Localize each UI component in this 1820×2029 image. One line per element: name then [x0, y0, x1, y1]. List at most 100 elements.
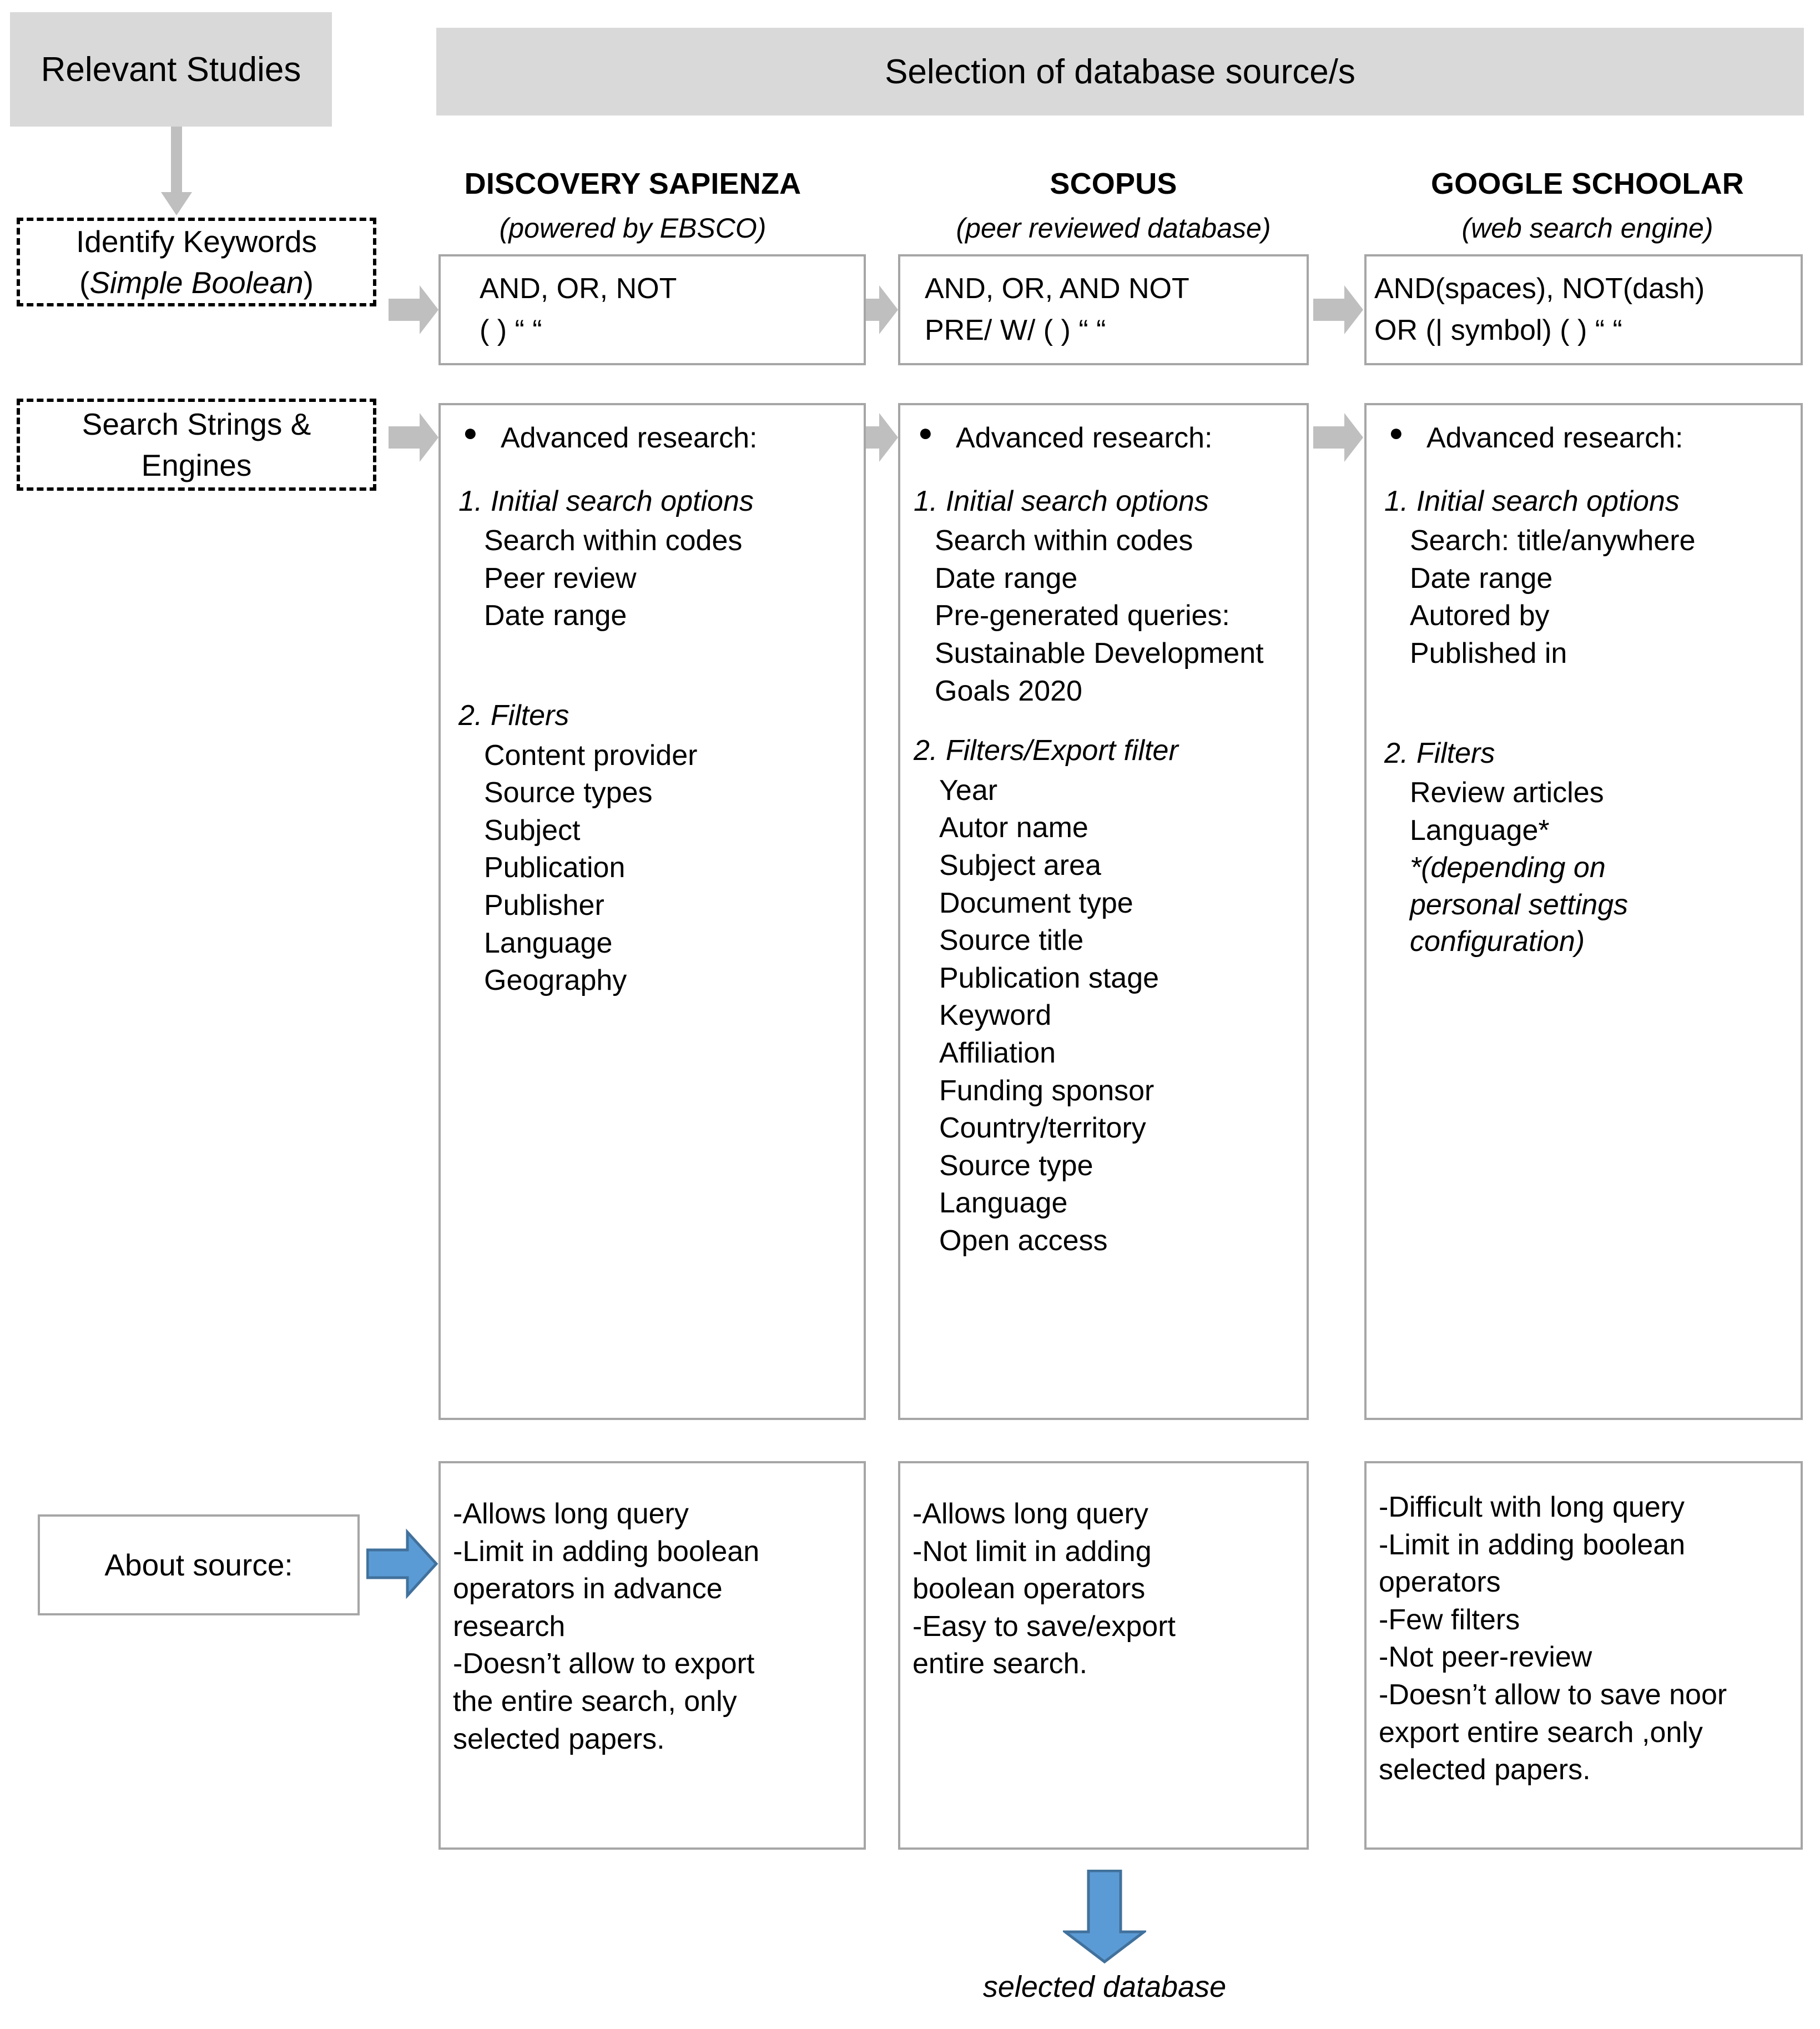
- list-item: Published in: [1410, 637, 1567, 669]
- about-line: -Doesn’t allow to export: [453, 1648, 755, 1680]
- operator-line: ( ) “ “: [480, 314, 542, 346]
- list-item: Language*: [1410, 814, 1550, 847]
- list-item: Year: [939, 774, 998, 807]
- list-item: Goals 2020: [935, 674, 1082, 707]
- about-line: -Limit in adding boolean: [1379, 1528, 1686, 1561]
- about-line: -Few filters: [1379, 1603, 1520, 1636]
- column-subtitle-google-schoolar: (web search engine): [1461, 213, 1713, 244]
- list-item: Source type: [939, 1149, 1093, 1182]
- operators-box-discovery-sapienza: AND, OR, NOT ( ) “ “: [438, 254, 866, 365]
- about-source-box: About source:: [38, 1514, 360, 1615]
- list-item: Search: title/anywhere: [1410, 525, 1696, 557]
- advanced-research-row: ● Advanced research:: [463, 419, 854, 457]
- operator-line: AND, OR, NOT: [480, 272, 677, 305]
- about-line: -Not limit in adding: [912, 1535, 1152, 1568]
- content-box-discovery-sapienza: ● Advanced research: 1. Initial search o…: [438, 403, 866, 1420]
- filters-list: Review articles Language*: [1410, 774, 1791, 849]
- column-title-discovery-sapienza: DISCOVERY SAPIENZA: [464, 167, 801, 200]
- operator-line: AND(spaces), NOT(dash): [1374, 272, 1705, 305]
- list-item: Source types: [484, 777, 653, 809]
- about-line: -Doesn’t allow to save noor: [1379, 1678, 1727, 1711]
- arrow-down-icon: [1063, 1870, 1146, 1964]
- list-item: Autor name: [939, 812, 1088, 844]
- list-item: Publication stage: [939, 961, 1159, 994]
- list-item: Subject: [484, 814, 581, 847]
- arrow-right-icon: [389, 413, 438, 462]
- section-heading-initial-search-options: 1. Initial search options: [914, 485, 1209, 517]
- content-box-scopus: ● Advanced research: 1. Initial search o…: [898, 403, 1309, 1420]
- section-heading-filters: 2. Filters/Export filter: [914, 734, 1178, 767]
- relevant-studies-label: Relevant Studies: [41, 50, 301, 89]
- list-item: Publisher: [484, 889, 604, 922]
- section-heading-initial-search-options: 1. Initial search options: [458, 485, 754, 517]
- selection-header-title: Selection of database source/s: [885, 52, 1355, 91]
- about-line: export entire search ,only: [1379, 1716, 1703, 1749]
- list-item: Funding sponsor: [939, 1074, 1154, 1107]
- about-box-discovery-sapienza: -Allows long query -Limit in adding bool…: [438, 1461, 866, 1850]
- about-line: the entire search, only: [453, 1685, 737, 1718]
- bullet-dot-icon: ●: [1389, 419, 1404, 446]
- selection-header: Selection of database source/s: [436, 28, 1804, 115]
- list-item: Open access: [939, 1224, 1108, 1257]
- about-line: operators: [1379, 1566, 1501, 1599]
- about-line: -Difficult with long query: [1379, 1491, 1685, 1523]
- initial-search-options-list: Search within codes Date range Pre-gener…: [935, 522, 1297, 710]
- advanced-research-row: ● Advanced research:: [918, 419, 1297, 457]
- advanced-research-label: Advanced research:: [501, 422, 758, 454]
- operator-line: OR (| symbol) ( ) “ “: [1374, 314, 1622, 346]
- paren-open: (: [79, 265, 90, 300]
- about-line: -Allows long query: [912, 1498, 1148, 1530]
- section-heading-filters: 2. Filters: [458, 699, 569, 732]
- list-item: Content provider: [484, 739, 698, 772]
- about-line: selected papers.: [453, 1723, 665, 1755]
- list-item: Peer review: [484, 562, 637, 595]
- bullet-dot-icon: ●: [463, 419, 478, 446]
- list-item: Search within codes: [484, 525, 743, 557]
- search-strings-box: Search Strings & Engines: [17, 399, 376, 491]
- arrow-down-icon: [161, 127, 192, 215]
- list-item: Subject area: [939, 849, 1101, 882]
- initial-search-options-list: Search within codes Peer review Date ran…: [484, 522, 854, 635]
- paren-close: ): [303, 265, 314, 300]
- list-item: Language: [939, 1187, 1068, 1220]
- list-item: Date range: [1410, 562, 1553, 595]
- about-box-scopus: -Allows long query -Not limit in adding …: [898, 1461, 1309, 1850]
- content-box-google-schoolar: ● Advanced research: 1. Initial search o…: [1364, 403, 1803, 1420]
- arrow-right-icon: [848, 413, 898, 462]
- section-heading-initial-search-options: 1. Initial search options: [1384, 485, 1680, 517]
- list-item: Geography: [484, 964, 627, 997]
- about-box-google-schoolar: -Difficult with long query -Limit in add…: [1364, 1461, 1803, 1850]
- arrow-right-icon: [848, 285, 898, 334]
- operators-box-scopus: AND, OR, AND NOT PRE/ W/ ( ) “ “: [898, 254, 1309, 365]
- about-line: -Limit in adding boolean: [453, 1535, 760, 1568]
- list-item: Pre-generated queries:: [935, 600, 1230, 632]
- identify-keywords-box: Identify Keywords (Simple Boolean): [17, 218, 376, 306]
- search-strings-sublabel: Engines: [141, 448, 252, 482]
- operator-line: PRE/ W/ ( ) “ “: [925, 314, 1106, 346]
- column-subtitle-scopus: (peer reviewed database): [956, 213, 1271, 244]
- list-item: Review articles: [1410, 777, 1604, 809]
- about-line: operators in advance: [453, 1573, 723, 1605]
- about-line: selected papers.: [1379, 1754, 1591, 1786]
- list-item: Search within codes: [935, 525, 1193, 557]
- arrow-right-icon: [1313, 413, 1363, 462]
- about-line: -Not peer-review: [1379, 1641, 1592, 1674]
- list-item: Publication: [484, 852, 626, 884]
- list-item: Country/territory: [939, 1112, 1146, 1145]
- operators-box-google-schoolar: AND(spaces), NOT(dash) OR (| symbol) ( )…: [1364, 254, 1803, 365]
- identify-keywords-sublabel: (Simple Boolean): [79, 262, 314, 303]
- about-line: -Easy to save/export: [912, 1610, 1176, 1643]
- about-line: boolean operators: [912, 1573, 1146, 1605]
- about-line: entire search.: [912, 1648, 1088, 1680]
- about-source-label: About source:: [104, 1548, 293, 1582]
- advanced-research-label: Advanced research:: [956, 422, 1213, 454]
- list-item: Affiliation: [939, 1036, 1056, 1069]
- list-item: Autored by: [1410, 600, 1550, 632]
- initial-search-options-list: Search: title/anywhere Date range Autore…: [1410, 522, 1791, 672]
- advanced-research-label: Advanced research:: [1426, 422, 1683, 454]
- arrow-right-icon: [366, 1528, 438, 1599]
- list-item: Date range: [484, 600, 627, 632]
- list-item: Document type: [939, 887, 1133, 919]
- search-strings-label: Search Strings &: [82, 406, 311, 441]
